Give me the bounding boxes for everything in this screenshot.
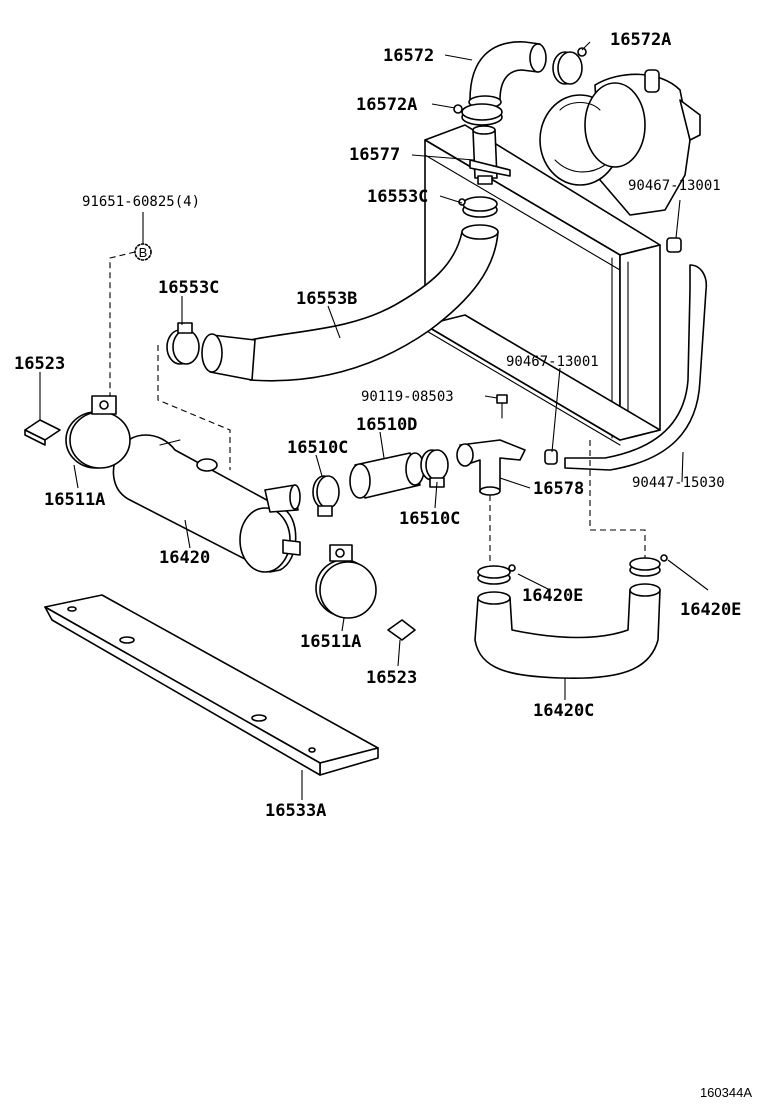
label-16420C: 16420C — [533, 701, 594, 721]
fan-assembly — [539, 69, 701, 216]
pad-16523-bottom — [387, 619, 416, 641]
label-16523-bottom: 16523 — [366, 668, 417, 688]
clamp-90467-top — [666, 237, 682, 253]
hose-clamp-16553C-left — [166, 322, 200, 365]
hose-16510D — [349, 452, 425, 499]
label-16511A-left: 16511A — [44, 490, 105, 510]
label-16572A-top: 16572A — [610, 30, 671, 50]
hose-clamp-16510C-bottom — [420, 449, 449, 488]
hose-clamp-16510C-top — [312, 475, 340, 517]
label-16578: 16578 — [533, 479, 584, 499]
pad-16523-left — [24, 419, 61, 446]
label-16420E-right: 16420E — [680, 600, 741, 620]
label-16533A: 16533A — [265, 801, 326, 821]
oil-cooler-tank — [112, 434, 301, 573]
mounting-band-16511A-bottom — [315, 544, 377, 619]
label-16510C-top: 16510C — [287, 438, 348, 458]
label-90447-15030: 90447-15030 — [632, 475, 725, 491]
bolt-90119 — [496, 394, 508, 419]
hose-clamp-16572A-top — [552, 47, 587, 85]
label-90467-13001-top: 90467-13001 — [628, 178, 721, 194]
label-90119-08503: 90119-08503 — [361, 389, 454, 405]
label-16510D: 16510D — [356, 415, 417, 435]
drain-hose-90447 — [564, 264, 708, 471]
hose-clamp-16420E-right — [629, 554, 668, 577]
label-16511A-bottom: 16511A — [300, 632, 361, 652]
diagram-id: 160344A — [700, 1085, 752, 1100]
label-16572: 16572 — [383, 46, 434, 66]
leader-lines — [39, 41, 709, 800]
clamp-90467-mid — [544, 449, 558, 465]
hose-16553B — [201, 224, 499, 382]
label-16510C-bottom: 16510C — [399, 509, 460, 529]
upper-radiator-hose — [468, 41, 547, 109]
label-16523-left: 16523 — [14, 354, 65, 374]
hose-clamp-16420E-left — [477, 564, 516, 585]
label-16420: 16420 — [159, 548, 210, 568]
radiator-inlet-pipe — [469, 125, 511, 185]
water-outlet-16578 — [456, 439, 526, 496]
mounting-band-16511A-left — [65, 395, 131, 469]
label-90467-13001-mid: 90467-13001 — [506, 354, 599, 370]
label-16553C-left: 16553C — [158, 278, 219, 298]
hose-clamp-16572A-mid — [453, 103, 503, 126]
label-16577: 16577 — [349, 145, 400, 165]
label-16553C-top: 16553C — [367, 187, 428, 207]
marker-letter: B — [139, 245, 148, 260]
label-16553B: 16553B — [296, 289, 357, 309]
bolt-marker-b: B — [134, 243, 152, 261]
bracket-plate-16533A — [44, 594, 379, 776]
hose-clamp-16553C-top — [458, 196, 498, 218]
label-16420E-left: 16420E — [522, 586, 583, 606]
label-16572A-mid: 16572A — [356, 95, 417, 115]
u-pipe-16420C — [474, 583, 661, 680]
label-91651-60825: 91651-60825(4) — [82, 194, 200, 210]
